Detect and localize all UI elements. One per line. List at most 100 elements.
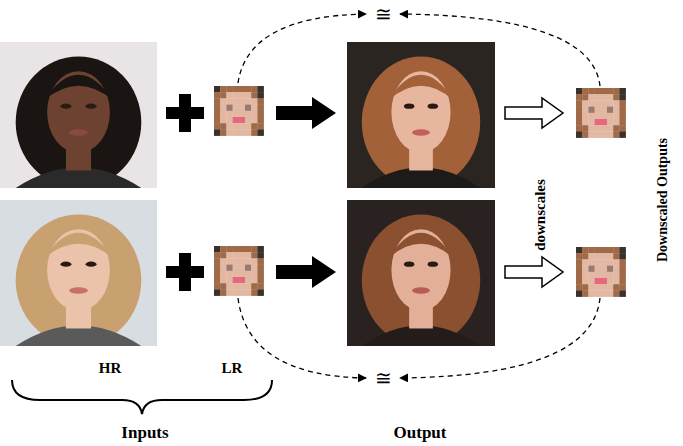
- shoulders: [362, 326, 480, 346]
- pixel: [251, 123, 258, 130]
- pixel: [220, 289, 227, 296]
- pixel: [613, 113, 620, 120]
- pixel: [245, 86, 252, 93]
- pixel: [257, 98, 264, 105]
- pixel: [613, 107, 620, 114]
- pixel: [251, 265, 258, 272]
- pixel: [251, 277, 258, 284]
- hair: [16, 215, 142, 346]
- pixel: [607, 119, 614, 126]
- pixel: [607, 88, 614, 95]
- pixel: [619, 125, 626, 132]
- pixel: [226, 117, 233, 124]
- low-res-image: [576, 88, 626, 138]
- pixel: [582, 88, 589, 95]
- pixel: [257, 86, 264, 93]
- fringe: [388, 233, 453, 259]
- pixel: [214, 283, 221, 290]
- pixel: [245, 129, 252, 136]
- pixel: [226, 123, 233, 130]
- pixel: [619, 284, 626, 291]
- pixel: [619, 88, 626, 95]
- pixel: [576, 278, 583, 285]
- step-label: downscales: [533, 179, 548, 251]
- photo-background: [347, 200, 495, 346]
- pixel: [214, 105, 221, 112]
- pixel: [251, 129, 258, 136]
- pixel: [245, 111, 252, 118]
- pixel: [239, 277, 246, 284]
- pixel: [601, 100, 608, 107]
- pixel: [239, 123, 246, 130]
- pixel: [613, 266, 620, 273]
- face-photo: [347, 42, 495, 188]
- pixel: [257, 258, 264, 265]
- pixel: [239, 86, 246, 93]
- pixel: [595, 253, 602, 260]
- pixel: [251, 111, 258, 118]
- pixel: [613, 284, 620, 291]
- pixel: [226, 129, 233, 136]
- pixel: [588, 290, 595, 297]
- pixel: [588, 100, 595, 107]
- pixel: [613, 247, 620, 254]
- low-res-image: [576, 247, 626, 297]
- pixel: [588, 278, 595, 285]
- pixel: [613, 290, 620, 297]
- pixel: [226, 246, 233, 253]
- pixel: [595, 131, 602, 138]
- low-res-image: [214, 86, 264, 136]
- pixel: [226, 252, 233, 259]
- pixel: [239, 252, 246, 259]
- pixel: [588, 131, 595, 138]
- pixel: [226, 289, 233, 296]
- pixel: [613, 131, 620, 138]
- lips: [412, 129, 430, 135]
- pixel: [582, 119, 589, 126]
- face-photos: [0, 42, 495, 346]
- pixel: [613, 278, 620, 285]
- pixel: [257, 123, 264, 130]
- pixel: [233, 117, 240, 124]
- pixel: [239, 289, 246, 296]
- fringe: [44, 75, 113, 101]
- pixel: [588, 259, 595, 266]
- pixel: [257, 246, 264, 253]
- pixel: [582, 278, 589, 285]
- pixel: [257, 265, 264, 272]
- pixel: [582, 259, 589, 266]
- pixel: [214, 98, 221, 105]
- pixel: [613, 88, 620, 95]
- pixel: [576, 125, 583, 132]
- pixel: [601, 284, 608, 291]
- lips: [412, 287, 430, 293]
- pixel: [233, 111, 240, 118]
- pixel: [226, 265, 233, 272]
- eye: [404, 262, 414, 267]
- hair: [362, 215, 480, 346]
- pixel: [588, 119, 595, 126]
- pixel: [220, 129, 227, 136]
- pixel: [233, 98, 240, 105]
- pixel: [233, 129, 240, 136]
- pixel: [576, 247, 583, 254]
- pixel: [601, 266, 608, 273]
- pixel: [239, 265, 246, 272]
- pixel: [214, 129, 221, 136]
- pixel: [619, 266, 626, 273]
- eye: [428, 262, 438, 267]
- pixel: [613, 259, 620, 266]
- pixel: [582, 94, 589, 101]
- pixel: [595, 113, 602, 120]
- face-photo: [0, 200, 157, 346]
- pixel: [251, 283, 258, 290]
- pixel: [251, 246, 258, 253]
- pixel: [619, 278, 626, 285]
- pixel: [595, 284, 602, 291]
- fringe: [388, 75, 453, 101]
- photo-background: [0, 42, 157, 188]
- pixel: [601, 247, 608, 254]
- pixel: [257, 105, 264, 112]
- eye: [428, 104, 438, 109]
- pixel: [588, 107, 595, 114]
